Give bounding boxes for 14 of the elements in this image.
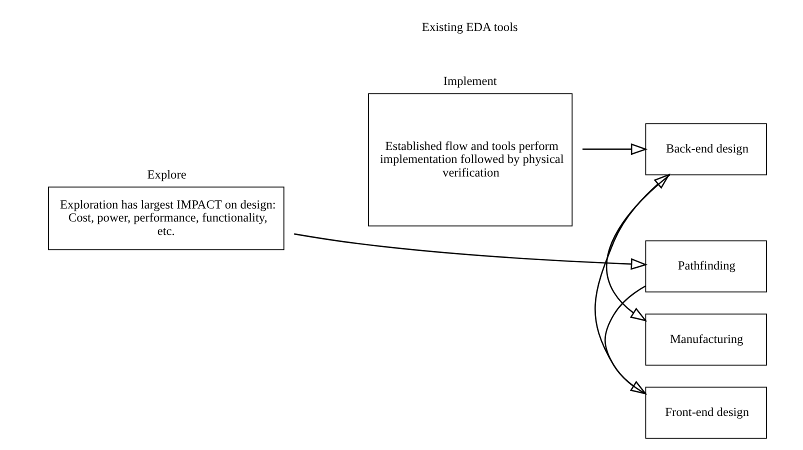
node-box: Front-end design	[644, 386, 766, 439]
node-box: Established flow and tools perform implementation followed by physical verification	[368, 93, 572, 226]
node-box: Pathfinding	[644, 240, 766, 292]
arrow	[606, 174, 670, 322]
arrow	[604, 286, 647, 395]
node-label: Implement	[442, 74, 496, 88]
arrow	[582, 143, 648, 156]
label: Existing EDA tools	[421, 20, 518, 34]
arrow	[294, 233, 648, 270]
node-box: Exploration has largest IMPACT on design: Cost, power, performance, functionality, etc.	[48, 186, 284, 250]
node-box: Manufacturing	[644, 314, 766, 366]
node-label: Explore	[146, 167, 186, 182]
node-box: Back-end design	[644, 123, 766, 176]
arrow	[594, 174, 670, 394]
